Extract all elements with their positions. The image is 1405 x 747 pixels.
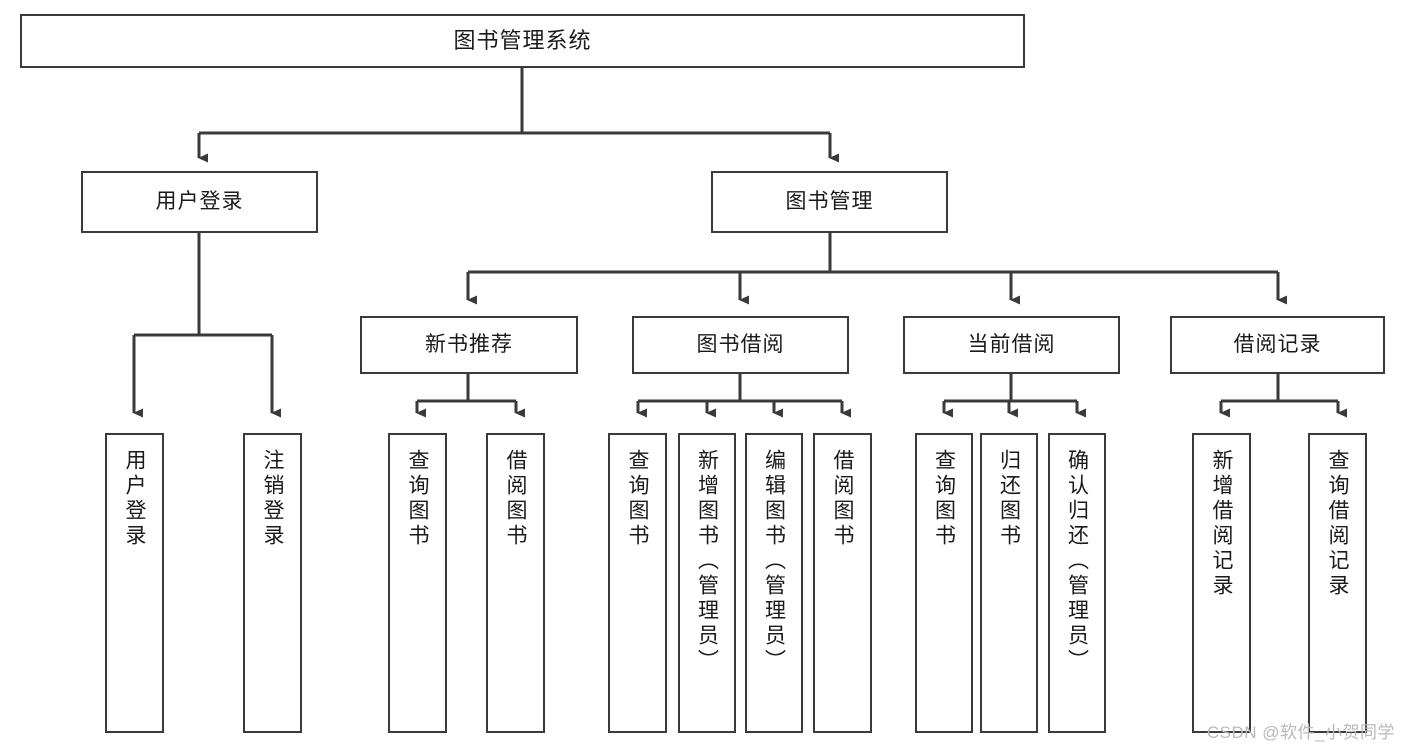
leaf-book-borrow-borrow-label: 借阅图书 bbox=[831, 449, 854, 549]
leaf-book-borrow-add[interactable]: 新增图书（管理员） bbox=[678, 433, 736, 733]
node-user-login[interactable]: 用户登录 bbox=[81, 171, 318, 233]
leaf-user-login-login-label: 用户登录 bbox=[123, 449, 146, 549]
leaf-book-borrow-query-label: 查询图书 bbox=[626, 449, 649, 549]
leaf-current-borrow-confirm[interactable]: 确认归还（管理员） bbox=[1048, 433, 1106, 733]
leaf-borrow-record-add-label: 新增借阅记录 bbox=[1210, 449, 1233, 599]
node-root-label: 图书管理系统 bbox=[453, 28, 592, 54]
leaf-new-book-query[interactable]: 查询图书 bbox=[388, 433, 447, 733]
leaf-current-borrow-confirm-label: 确认归还（管理员） bbox=[1065, 449, 1089, 674]
node-current-borrow-label: 当前借阅 bbox=[967, 332, 1056, 356]
node-current-borrow[interactable]: 当前借阅 bbox=[903, 316, 1120, 374]
node-new-book-recommend[interactable]: 新书推荐 bbox=[360, 316, 578, 374]
leaf-user-login-login[interactable]: 用户登录 bbox=[105, 433, 164, 733]
leaf-book-borrow-add-label: 新增图书（管理员） bbox=[695, 449, 719, 674]
leaf-new-book-query-label: 查询图书 bbox=[406, 449, 429, 549]
node-book-management[interactable]: 图书管理 bbox=[711, 171, 948, 233]
leaf-book-borrow-edit-label: 编辑图书（管理员） bbox=[762, 449, 786, 674]
node-book-management-label: 图书管理 bbox=[785, 189, 874, 213]
leaf-book-borrow-borrow[interactable]: 借阅图书 bbox=[813, 433, 872, 733]
leaf-book-borrow-query[interactable]: 查询图书 bbox=[608, 433, 667, 733]
node-book-borrow-label: 图书借阅 bbox=[696, 332, 785, 356]
leaf-new-book-borrow-label: 借阅图书 bbox=[504, 449, 527, 549]
node-root[interactable]: 图书管理系统 bbox=[20, 14, 1025, 68]
leaf-current-borrow-query[interactable]: 查询图书 bbox=[915, 433, 973, 733]
node-book-borrow[interactable]: 图书借阅 bbox=[632, 316, 849, 374]
leaf-new-book-borrow[interactable]: 借阅图书 bbox=[486, 433, 545, 733]
leaf-current-borrow-return[interactable]: 归还图书 bbox=[980, 433, 1038, 733]
leaf-user-login-logout[interactable]: 注销登录 bbox=[243, 433, 302, 733]
node-borrow-record[interactable]: 借阅记录 bbox=[1170, 316, 1385, 374]
node-user-login-label: 用户登录 bbox=[155, 189, 244, 213]
node-borrow-record-label: 借阅记录 bbox=[1233, 332, 1322, 356]
leaf-current-borrow-return-label: 归还图书 bbox=[997, 449, 1021, 549]
leaf-book-borrow-edit[interactable]: 编辑图书（管理员） bbox=[745, 433, 803, 733]
leaf-current-borrow-query-label: 查询图书 bbox=[932, 449, 956, 549]
leaf-borrow-record-query-label: 查询借阅记录 bbox=[1326, 449, 1349, 599]
node-new-book-recommend-label: 新书推荐 bbox=[425, 332, 513, 356]
leaf-borrow-record-add[interactable]: 新增借阅记录 bbox=[1192, 433, 1251, 733]
leaf-user-login-logout-label: 注销登录 bbox=[261, 449, 284, 549]
watermark-text: CSDN @软件_小贺同学 bbox=[1206, 723, 1395, 742]
leaf-borrow-record-query[interactable]: 查询借阅记录 bbox=[1308, 433, 1367, 733]
